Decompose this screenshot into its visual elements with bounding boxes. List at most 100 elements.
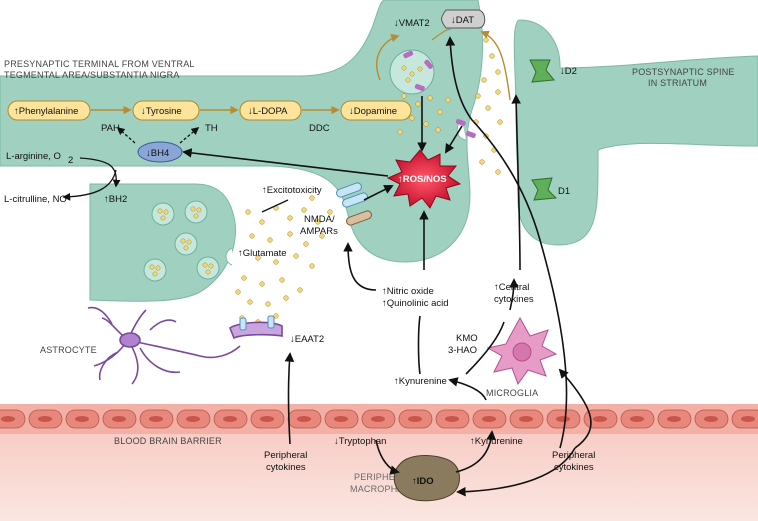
vmat2-vesicle bbox=[389, 49, 435, 95]
endothelial-nucleus bbox=[75, 416, 89, 422]
dopamine-molecule bbox=[495, 89, 501, 95]
blood-brain-barrier bbox=[0, 404, 758, 521]
postsynaptic-header-line2: IN STRIATUM bbox=[648, 78, 707, 88]
endothelial-nucleus bbox=[630, 416, 644, 422]
postsynaptic-spine bbox=[513, 19, 758, 246]
endothelial-nucleus bbox=[371, 416, 385, 422]
endothelial-nucleus bbox=[741, 416, 755, 422]
postsynaptic-header-line1: POSTSYNAPTIC SPINE bbox=[632, 67, 735, 77]
glutamate-molecule bbox=[279, 277, 285, 283]
microglia-cell bbox=[486, 316, 558, 386]
glutamate-molecule bbox=[283, 295, 289, 301]
vmat2-label: ↓VMAT2 bbox=[394, 18, 430, 29]
glutamate-molecule bbox=[327, 209, 333, 215]
dopamine-molecule bbox=[415, 101, 421, 107]
nmda-ampa-receptors bbox=[336, 182, 372, 226]
nitric-oxide-label: ↑Nitric oxide bbox=[382, 286, 434, 297]
glutamate-vesicles bbox=[143, 200, 220, 282]
dopamine-molecule bbox=[401, 93, 407, 99]
dopamine-molecule bbox=[483, 37, 489, 43]
endothelial-nucleus bbox=[445, 416, 459, 422]
dopamine-molecule bbox=[489, 53, 495, 59]
endothelial-nucleus bbox=[519, 416, 533, 422]
peripheral-macrophage: ↑IDO bbox=[393, 455, 460, 502]
endothelial-nucleus bbox=[704, 416, 718, 422]
endothelial-nucleus bbox=[149, 416, 163, 422]
kmo-label: KMO bbox=[456, 333, 478, 344]
dopamine-molecule bbox=[437, 109, 443, 115]
arginine-subscript: 2 bbox=[68, 155, 73, 166]
hao-label: 3-HAO bbox=[448, 345, 477, 356]
tyrosine-label: ↓Tyrosine bbox=[141, 106, 182, 117]
arginine-label: L-arginine, O bbox=[6, 151, 61, 162]
d1-label: D1 bbox=[558, 186, 570, 197]
ros-nos-burst: ↑ROS/NOS bbox=[386, 149, 462, 209]
macrophage-label-line1: PERIPHERAL bbox=[354, 472, 413, 482]
dat-transporter: ↓DAT bbox=[441, 9, 486, 29]
endothelial-nucleus bbox=[408, 416, 422, 422]
bh4-cofactor: ↓BH4 L-arginine, O 2 L-citrulline, NO ↑B… bbox=[4, 126, 200, 205]
eaat2-label: ↓EAAT2 bbox=[290, 334, 324, 345]
peripheral-cytokines-right-line1: Peripheral bbox=[552, 450, 595, 461]
endothelial-nucleus bbox=[556, 416, 570, 422]
ldopa-label: ↓L-DOPA bbox=[248, 106, 288, 117]
endothelial-nucleus bbox=[667, 416, 681, 422]
ros-label: ↑ROS/NOS bbox=[398, 174, 447, 185]
bh4-label: ↓BH4 bbox=[146, 148, 169, 159]
dopamine-molecule bbox=[409, 115, 415, 121]
phenylalanine-label: ↑Phenylalanine bbox=[14, 106, 78, 117]
astrocyte-cell bbox=[87, 306, 283, 385]
dopamine-molecule bbox=[481, 77, 487, 83]
endothelial-nucleus bbox=[186, 416, 200, 422]
microglia-label: MICROGLIA bbox=[486, 388, 538, 398]
glutamate-molecule bbox=[273, 259, 279, 265]
endothelial-nucleus bbox=[334, 416, 348, 422]
d2-label: ↓D2 bbox=[560, 66, 577, 77]
tryptophan-label: ↓Tryptophan bbox=[334, 436, 386, 447]
dopamine-molecule bbox=[485, 105, 491, 111]
peripheral-cytokines-left-line2: cytokines bbox=[266, 462, 306, 473]
dat-label: ↓DAT bbox=[451, 15, 474, 26]
glutamate-molecule bbox=[259, 219, 265, 225]
ldopa-pill bbox=[239, 100, 302, 121]
dopamine-molecule bbox=[397, 129, 403, 135]
dopamine-molecule bbox=[497, 119, 503, 125]
dopamine-molecule bbox=[479, 159, 485, 165]
glutamate-molecule bbox=[287, 215, 293, 221]
central-cytokines-line1: ↑Central bbox=[494, 282, 529, 293]
presynaptic-header-line2: TEGMENTAL AREA/SUBSTANTIA NIGRA bbox=[4, 70, 180, 80]
glutamate-molecule bbox=[315, 219, 321, 225]
endothelial-nucleus bbox=[593, 416, 607, 422]
astrocyte-label: ASTROCYTE bbox=[40, 345, 97, 355]
dopamine-molecule bbox=[445, 97, 451, 103]
peripheral-cytokines-right-line2: cytokines bbox=[554, 462, 594, 473]
glutamate-molecule bbox=[249, 233, 255, 239]
glutamate-molecule bbox=[267, 237, 273, 243]
glutamate-molecule bbox=[297, 287, 303, 293]
endothelial-nucleus bbox=[1, 416, 15, 422]
presynaptic-header-line1: PRESYNAPTIC TERMINAL FROM VENTRAL bbox=[4, 59, 195, 69]
glutamate-molecule bbox=[255, 255, 261, 261]
glutamate-molecule bbox=[309, 263, 315, 269]
d1-receptor: D1 bbox=[531, 177, 570, 201]
glutamate-molecule bbox=[265, 301, 271, 307]
kynurenine-blood-label: ↑Kynurenine bbox=[470, 436, 523, 447]
nmda-label-line1: NMDA/ bbox=[304, 214, 335, 225]
dopamine-molecule bbox=[475, 93, 481, 99]
glutamate-release-dots bbox=[235, 195, 333, 325]
glutamate-molecule bbox=[247, 299, 253, 305]
glutamate-molecule bbox=[303, 241, 309, 247]
dopamine-label: ↓Dopamine bbox=[349, 106, 397, 117]
macrophage-label-line2: MACROPHAGE bbox=[350, 484, 417, 494]
tyrosine-pill bbox=[132, 100, 200, 121]
dopamine-molecule bbox=[435, 127, 441, 133]
bbb-label: BLOOD BRAIN BARRIER bbox=[114, 436, 222, 446]
dopamine-molecule bbox=[427, 95, 433, 101]
kynurenine-brain-label: ↑Kynurenine bbox=[394, 376, 447, 387]
dopamine-molecule bbox=[495, 169, 501, 175]
glutamate-molecule bbox=[319, 233, 325, 239]
ddc-label: DDC bbox=[309, 123, 330, 134]
excitotoxicity-label: ↑Excitotoxicity bbox=[262, 185, 322, 196]
glutamate-molecule bbox=[259, 281, 265, 287]
